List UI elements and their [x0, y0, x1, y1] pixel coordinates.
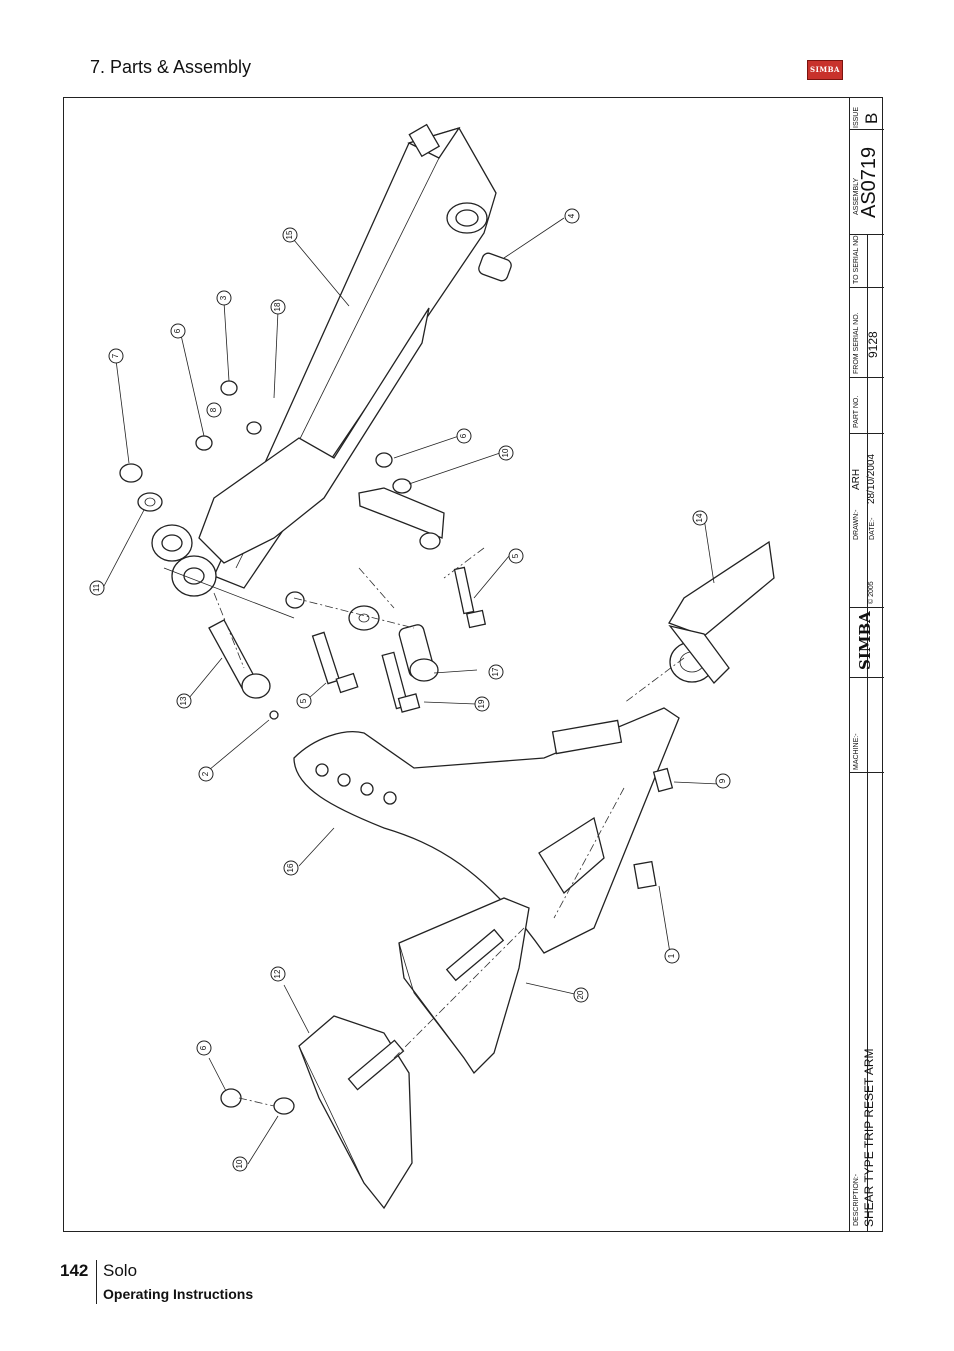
from-serial-value: 9128 [866, 331, 880, 358]
svg-text:10: 10 [501, 448, 510, 457]
svg-text:4: 4 [567, 213, 576, 218]
shear-plate-14 [668, 540, 775, 637]
callout-10: 10 [498, 445, 514, 461]
callout-19: 19 [474, 696, 490, 712]
issue-value: B [862, 112, 881, 124]
section-header: 7. Parts & Assembly [90, 57, 252, 77]
callout-16: 16 [283, 860, 299, 876]
date-label: DATE:- [869, 517, 876, 540]
callout-11: 11 [89, 580, 105, 596]
product-name: Solo [103, 1261, 138, 1280]
part-no-label: PART NO. [853, 395, 860, 428]
callout-6: 6 [456, 428, 472, 444]
callout-2: 2 [198, 766, 214, 782]
svg-text:7: 7 [111, 353, 120, 358]
machine-label: MACHINE:- [853, 733, 860, 770]
svg-text:16: 16 [286, 863, 295, 872]
document-subtitle: Operating Instructions [103, 1286, 254, 1302]
svg-text:9: 9 [718, 778, 727, 783]
description-value: SHEAR TYPE TRIP RESET ARM [862, 1048, 876, 1228]
callout-7: 7 [108, 348, 124, 364]
callout-13: 13 [176, 693, 192, 709]
callout-14: 14 [692, 510, 708, 526]
callout-8: 8 [206, 402, 222, 418]
svg-text:14: 14 [695, 513, 704, 522]
svg-text:1: 1 [667, 953, 676, 958]
callout-3: 3 [216, 290, 232, 306]
issue-label: ISSUE [853, 106, 860, 128]
simba-logo: SIMBA [807, 60, 843, 80]
drawing-frame [63, 97, 883, 1232]
svg-text:5: 5 [299, 698, 308, 703]
svg-text:2: 2 [201, 771, 210, 776]
svg-text:6: 6 [459, 433, 468, 438]
svg-text:19: 19 [477, 699, 486, 708]
drawn-label: DRAWN:- [853, 509, 860, 540]
callout-1: 1 [664, 948, 680, 964]
svg-text:12: 12 [273, 969, 282, 978]
svg-text:6: 6 [199, 1045, 208, 1050]
callout-6: 6 [196, 1040, 212, 1056]
description-label: DESCRIPTION:- [853, 1173, 860, 1226]
callout-17: 17 [488, 664, 504, 680]
callout-18: 18 [270, 299, 286, 315]
callout-6: 6 [170, 323, 186, 339]
callout-9: 9 [715, 773, 731, 789]
title-block [849, 97, 884, 1232]
bracket [358, 487, 445, 539]
date-value: 28/10/2004 [866, 453, 877, 504]
drawn-value: ARH [851, 468, 862, 490]
leg-16 [293, 707, 680, 954]
svg-text:11: 11 [92, 583, 101, 592]
svg-text:8: 8 [209, 407, 218, 412]
assembly-value: AS0719 [858, 146, 880, 218]
callout-4: 4 [564, 208, 580, 224]
svg-text:17: 17 [491, 667, 500, 676]
simba-brand: SIMBA [856, 611, 874, 670]
callout-5: 5 [296, 693, 312, 709]
callout-5: 5 [508, 548, 524, 564]
footer-divider [96, 1260, 97, 1304]
svg-text:6: 6 [173, 328, 182, 333]
svg-text:18: 18 [273, 302, 282, 311]
callout-10: 10 [232, 1156, 248, 1172]
callout-20: 20 [573, 987, 589, 1003]
callout-12: 12 [270, 966, 286, 982]
svg-text:20: 20 [576, 990, 585, 999]
callout-15: 15 [282, 227, 298, 243]
svg-text:3: 3 [219, 295, 228, 300]
to-serial-label: TO SERIAL NO. [853, 233, 860, 284]
svg-text:13: 13 [179, 696, 188, 705]
svg-text:10: 10 [235, 1159, 244, 1168]
svg-text:5: 5 [511, 553, 520, 558]
point-20 [398, 897, 530, 1075]
copyright: © 2005 [868, 581, 875, 604]
svg-text:15: 15 [285, 230, 294, 239]
page-number: 142 [60, 1261, 89, 1280]
from-serial-label: FROM SERIAL NO. [853, 312, 860, 374]
